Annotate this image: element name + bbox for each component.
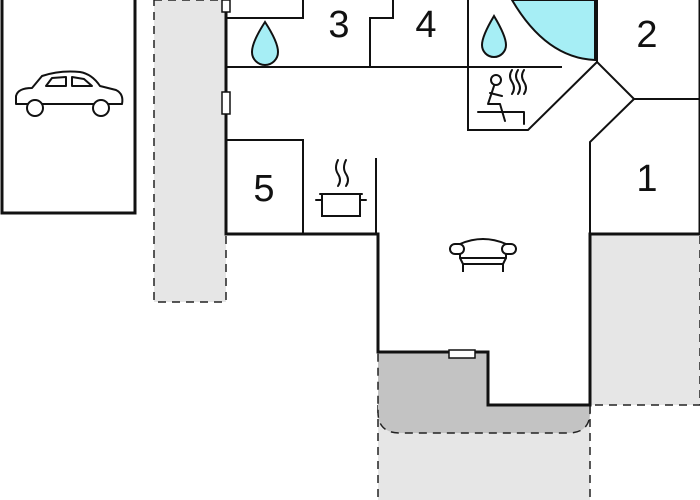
garage <box>0 0 137 215</box>
cooking-pot-icon <box>315 159 367 217</box>
car-icon <box>15 70 124 117</box>
room-number-1: 1 <box>636 158 657 200</box>
sauna-icon <box>477 69 527 125</box>
window <box>221 0 231 13</box>
room-number-4: 4 <box>415 4 436 46</box>
window <box>448 349 476 359</box>
side-path-left <box>153 0 227 303</box>
water-drop-icon <box>480 14 508 58</box>
garden-right <box>589 233 700 406</box>
terrace <box>377 351 591 434</box>
interior-walls <box>226 0 700 234</box>
room-number-5: 5 <box>253 168 274 210</box>
water-drop-icon <box>250 20 280 66</box>
window <box>221 91 231 115</box>
lawn-bottom-outline <box>377 405 591 500</box>
outdoor-areas <box>153 0 700 500</box>
outer-walls <box>224 0 700 407</box>
room-number-3: 3 <box>328 4 349 46</box>
windows <box>221 0 476 359</box>
pool <box>510 0 596 62</box>
room-number-2: 2 <box>636 14 657 56</box>
armchair-icon <box>449 238 517 272</box>
